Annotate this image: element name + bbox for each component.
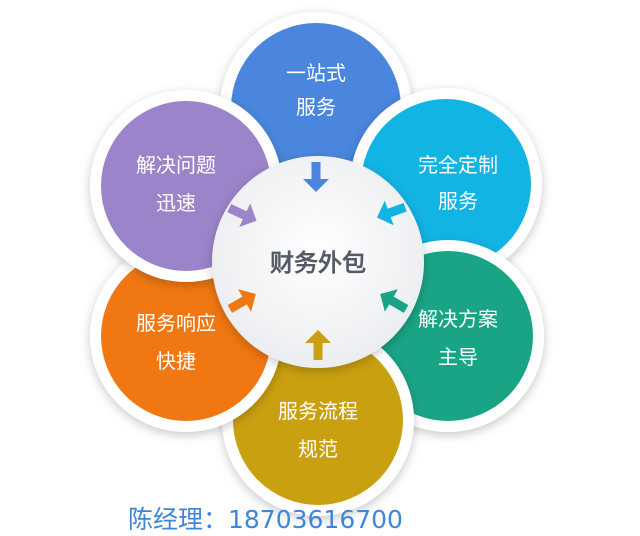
center-circle <box>212 156 424 368</box>
arrow-top-right-icon <box>376 200 407 226</box>
petal-right: 解决方案 主导 <box>352 240 544 432</box>
petal-top-label-2: 服务 <box>296 95 336 119</box>
petal-bottom-label-1: 服务流程 <box>278 399 358 423</box>
center-label: 财务外包 <box>270 249 366 277</box>
petal-left-label-2: 快捷 <box>156 349 196 373</box>
petal-right-label-2: 主导 <box>438 345 478 369</box>
arrow-bottom-icon <box>305 330 331 360</box>
petal-top-label-1: 一站式 <box>286 61 346 85</box>
petal-top-right-label-1: 完全定制 <box>418 153 498 177</box>
contact-info: 陈经理：18703616700 <box>128 505 403 534</box>
petal-left-label-1: 服务响应 <box>136 311 216 335</box>
arrow-left-icon <box>227 289 256 313</box>
petal-bottom-label-2: 规范 <box>298 437 338 461</box>
petal-right-label-1: 解决方案 <box>418 307 498 331</box>
arrow-right-icon <box>380 289 409 313</box>
arrow-top-left-icon <box>227 203 257 228</box>
center-node: 财务外包 <box>212 156 424 368</box>
petal-top-left-label-1: 解决问题 <box>136 153 216 177</box>
petal-top-left-label-2: 迅速 <box>156 191 196 215</box>
petal-top-right-label-2: 服务 <box>438 189 478 213</box>
arrow-top-icon <box>303 162 329 192</box>
petal-bottom-circle <box>233 335 403 505</box>
